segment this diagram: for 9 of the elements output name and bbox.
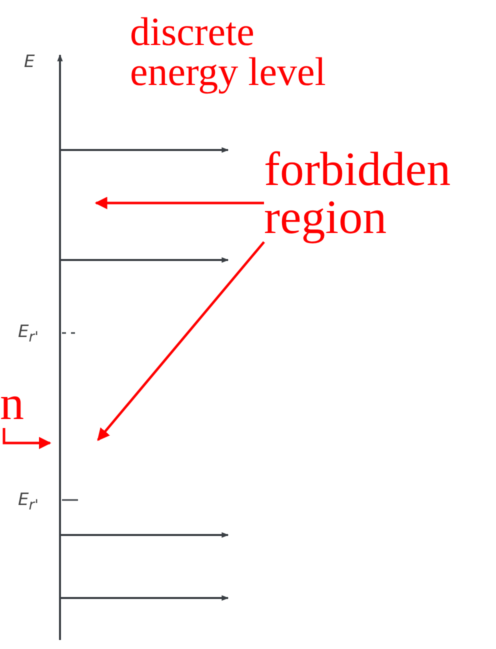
- axis-label: E: [24, 52, 35, 72]
- arrow: [97, 241, 265, 441]
- annotation-text: forbidden region: [264, 146, 496, 242]
- annotation-text: n: [0, 380, 30, 428]
- arrow: [94, 196, 264, 210]
- axis-label: E$_{r'}$: [18, 322, 38, 346]
- arrow: [2, 428, 52, 450]
- annotation-text: discrete energy level: [130, 12, 362, 92]
- axis-label: E$_{r'}$: [18, 490, 38, 514]
